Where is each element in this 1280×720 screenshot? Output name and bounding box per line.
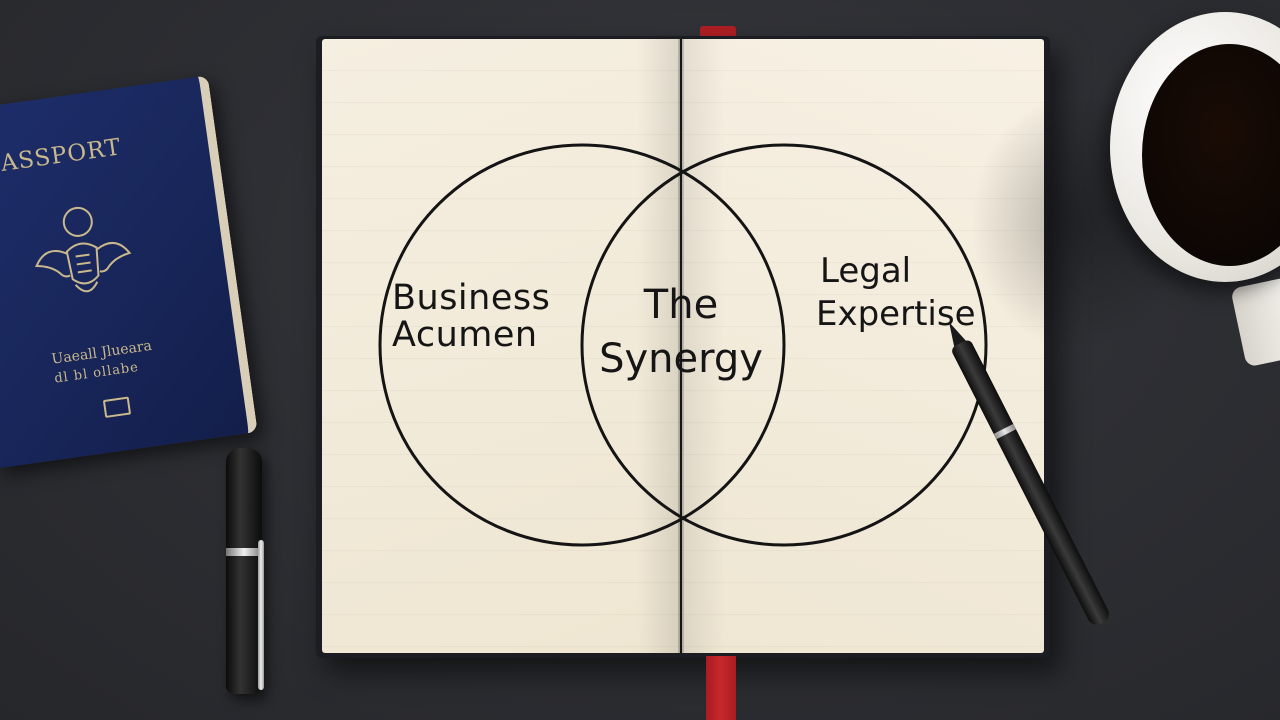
passport-title: ZASSPORT [0,134,123,180]
passport-chip-icon [102,396,132,418]
pen-cap-clip [258,540,264,690]
venn-label-right: Legal Expertise [816,250,976,335]
venn-label-left-line-2: Acumen [392,314,538,355]
pen-cap-body [226,448,262,694]
coffee-mug [970,12,1280,368]
passport: ZASSPORT Uaeall Jlueara dl bl ollabe [0,75,258,469]
venn-label-right-line-2: Expertise [816,293,976,334]
venn-label-left-line-1: Business [392,278,551,318]
coffee [1142,44,1280,266]
mug-handle [1230,276,1280,368]
venn-label-center: The Synergy [586,278,776,386]
bookmark-ribbon-bottom [706,656,736,720]
venn-label-center-line-2: Synergy [599,336,763,382]
bookmark-ribbon-top [700,26,736,38]
pen-cap-band [226,548,262,556]
venn-label-right-line-1: Legal [820,251,912,291]
venn-label-center-line-1: The [643,282,719,328]
eagle-emblem-icon [35,206,132,293]
pen-cap [224,448,264,696]
venn-label-left: Business Acumen [392,280,550,354]
